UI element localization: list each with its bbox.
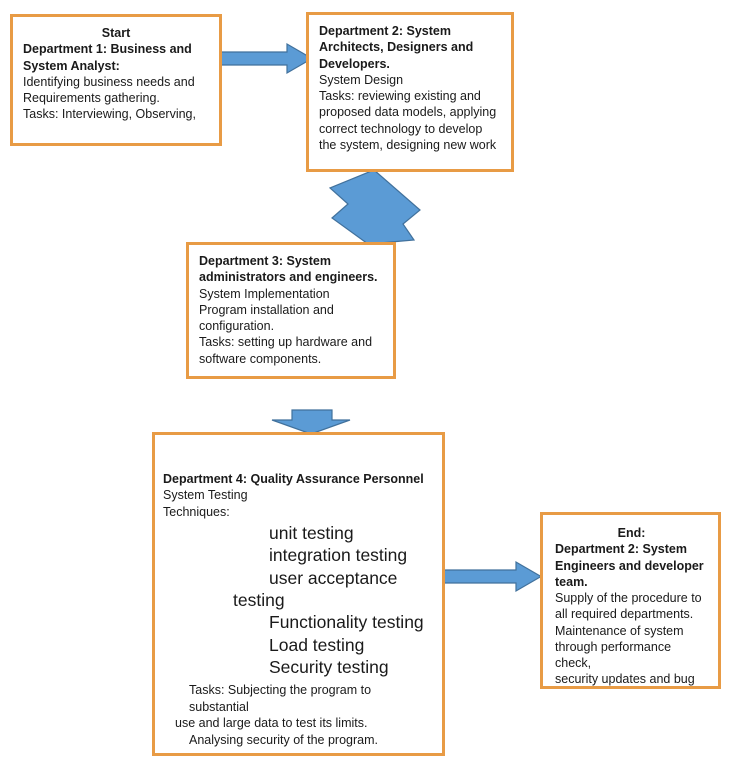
node-qa-body: Department 4: Quality Assurance Personne… <box>155 435 442 748</box>
node-department-3-implementation[interactable]: Department 3: System administrators and … <box>186 242 396 379</box>
technique-item-wrap: testing <box>233 589 285 610</box>
node-end-line-2: all required departments. <box>555 607 694 622</box>
node-start-line-1: Identifying business needs and <box>23 74 195 89</box>
node-impl-line-1: System Implementation <box>199 286 330 301</box>
node-design-subtitle: System Design <box>319 72 404 87</box>
node-start-department-1[interactable]: Start Department 1: Business and System … <box>10 14 222 146</box>
node-department-2-system-design[interactable]: Department 2: System Architects, Designe… <box>306 12 514 172</box>
node-end-body: End: Department 2: System Engineers and … <box>543 515 718 690</box>
arrow-right-shape <box>220 42 314 75</box>
technique-item: Security testing <box>269 657 389 678</box>
node-design-line-2: proposed data models, applying <box>319 105 497 120</box>
node-design-line-4: the system, designing new work <box>319 137 497 152</box>
node-impl-line-4: Tasks: setting up hardware and <box>199 335 373 350</box>
node-end-line-5: security updates and bug <box>555 672 695 687</box>
node-impl-line-5: software components. <box>199 351 322 366</box>
node-impl-body: Department 3: System administrators and … <box>189 245 393 367</box>
node-start-line-3: Tasks: Interviewing, Observing, <box>23 107 196 122</box>
node-impl-line-2: Program installation and <box>199 302 334 317</box>
arrow-diagonal-shape <box>328 169 421 245</box>
node-qa-task-line-2: use and large data to test its limits. <box>175 716 368 731</box>
node-start-body: Start Department 1: Business and System … <box>13 17 219 123</box>
node-qa-tasks: Tasks: Subjecting the program to substan… <box>163 682 434 748</box>
node-end-line-6: fixes. <box>555 688 708 690</box>
node-qa-line-1: System Testing <box>163 488 248 503</box>
node-design-title: Department 2: System Architects, Designe… <box>319 24 474 71</box>
technique-item: Functionality testing <box>269 612 424 633</box>
node-end-heading: End: <box>617 526 646 540</box>
arrow-down-flat-shape <box>271 409 351 435</box>
node-end-line-3: Maintenance of system <box>555 623 684 638</box>
arrow-design-to-implementation <box>328 169 421 245</box>
node-start-heading: Start <box>101 26 131 40</box>
technique-item: integration testing <box>269 545 408 566</box>
node-impl-title: Department 3: System administrators and … <box>199 254 378 285</box>
node-end-line-1: Supply of the procedure to <box>555 591 702 605</box>
node-impl-line-3: configuration. <box>199 319 275 333</box>
technique-item: user acceptance <box>269 567 398 588</box>
node-department-4-quality-assurance[interactable]: Department 4: Quality Assurance Personne… <box>152 432 445 756</box>
arrow-implementation-to-qa <box>271 409 351 435</box>
node-qa-title: Department 4: Quality Assurance Personne… <box>163 472 424 486</box>
node-qa-techniques-list: unit testing integration testing user ac… <box>163 522 434 679</box>
arrow-right-shape-2 <box>443 560 543 593</box>
node-start-title: Department 1: Business and System Analys… <box>23 42 192 73</box>
node-start-line-2: Requirements gathering. <box>23 91 160 105</box>
technique-item: unit testing <box>269 522 354 543</box>
node-end-line-4: through performance check, <box>555 639 672 670</box>
node-design-line-1: Tasks: reviewing existing and <box>319 89 481 103</box>
node-design-body: Department 2: System Architects, Designe… <box>309 15 511 153</box>
node-end-department-2-engineers[interactable]: End: Department 2: System Engineers and … <box>540 512 721 689</box>
arrow-start-to-design <box>220 42 314 75</box>
arrow-qa-to-end <box>443 560 543 593</box>
node-qa-task-line-3: Analysing security of the program. <box>189 732 378 747</box>
node-design-line-3: correct technology to develop <box>319 121 483 136</box>
technique-item: Load testing <box>269 634 365 655</box>
node-end-title: Department 2: System Engineers and devel… <box>555 542 704 589</box>
node-qa-line-2: Techniques: <box>163 504 230 519</box>
node-qa-task-line-1: Tasks: Subjecting the program to substan… <box>189 683 372 714</box>
